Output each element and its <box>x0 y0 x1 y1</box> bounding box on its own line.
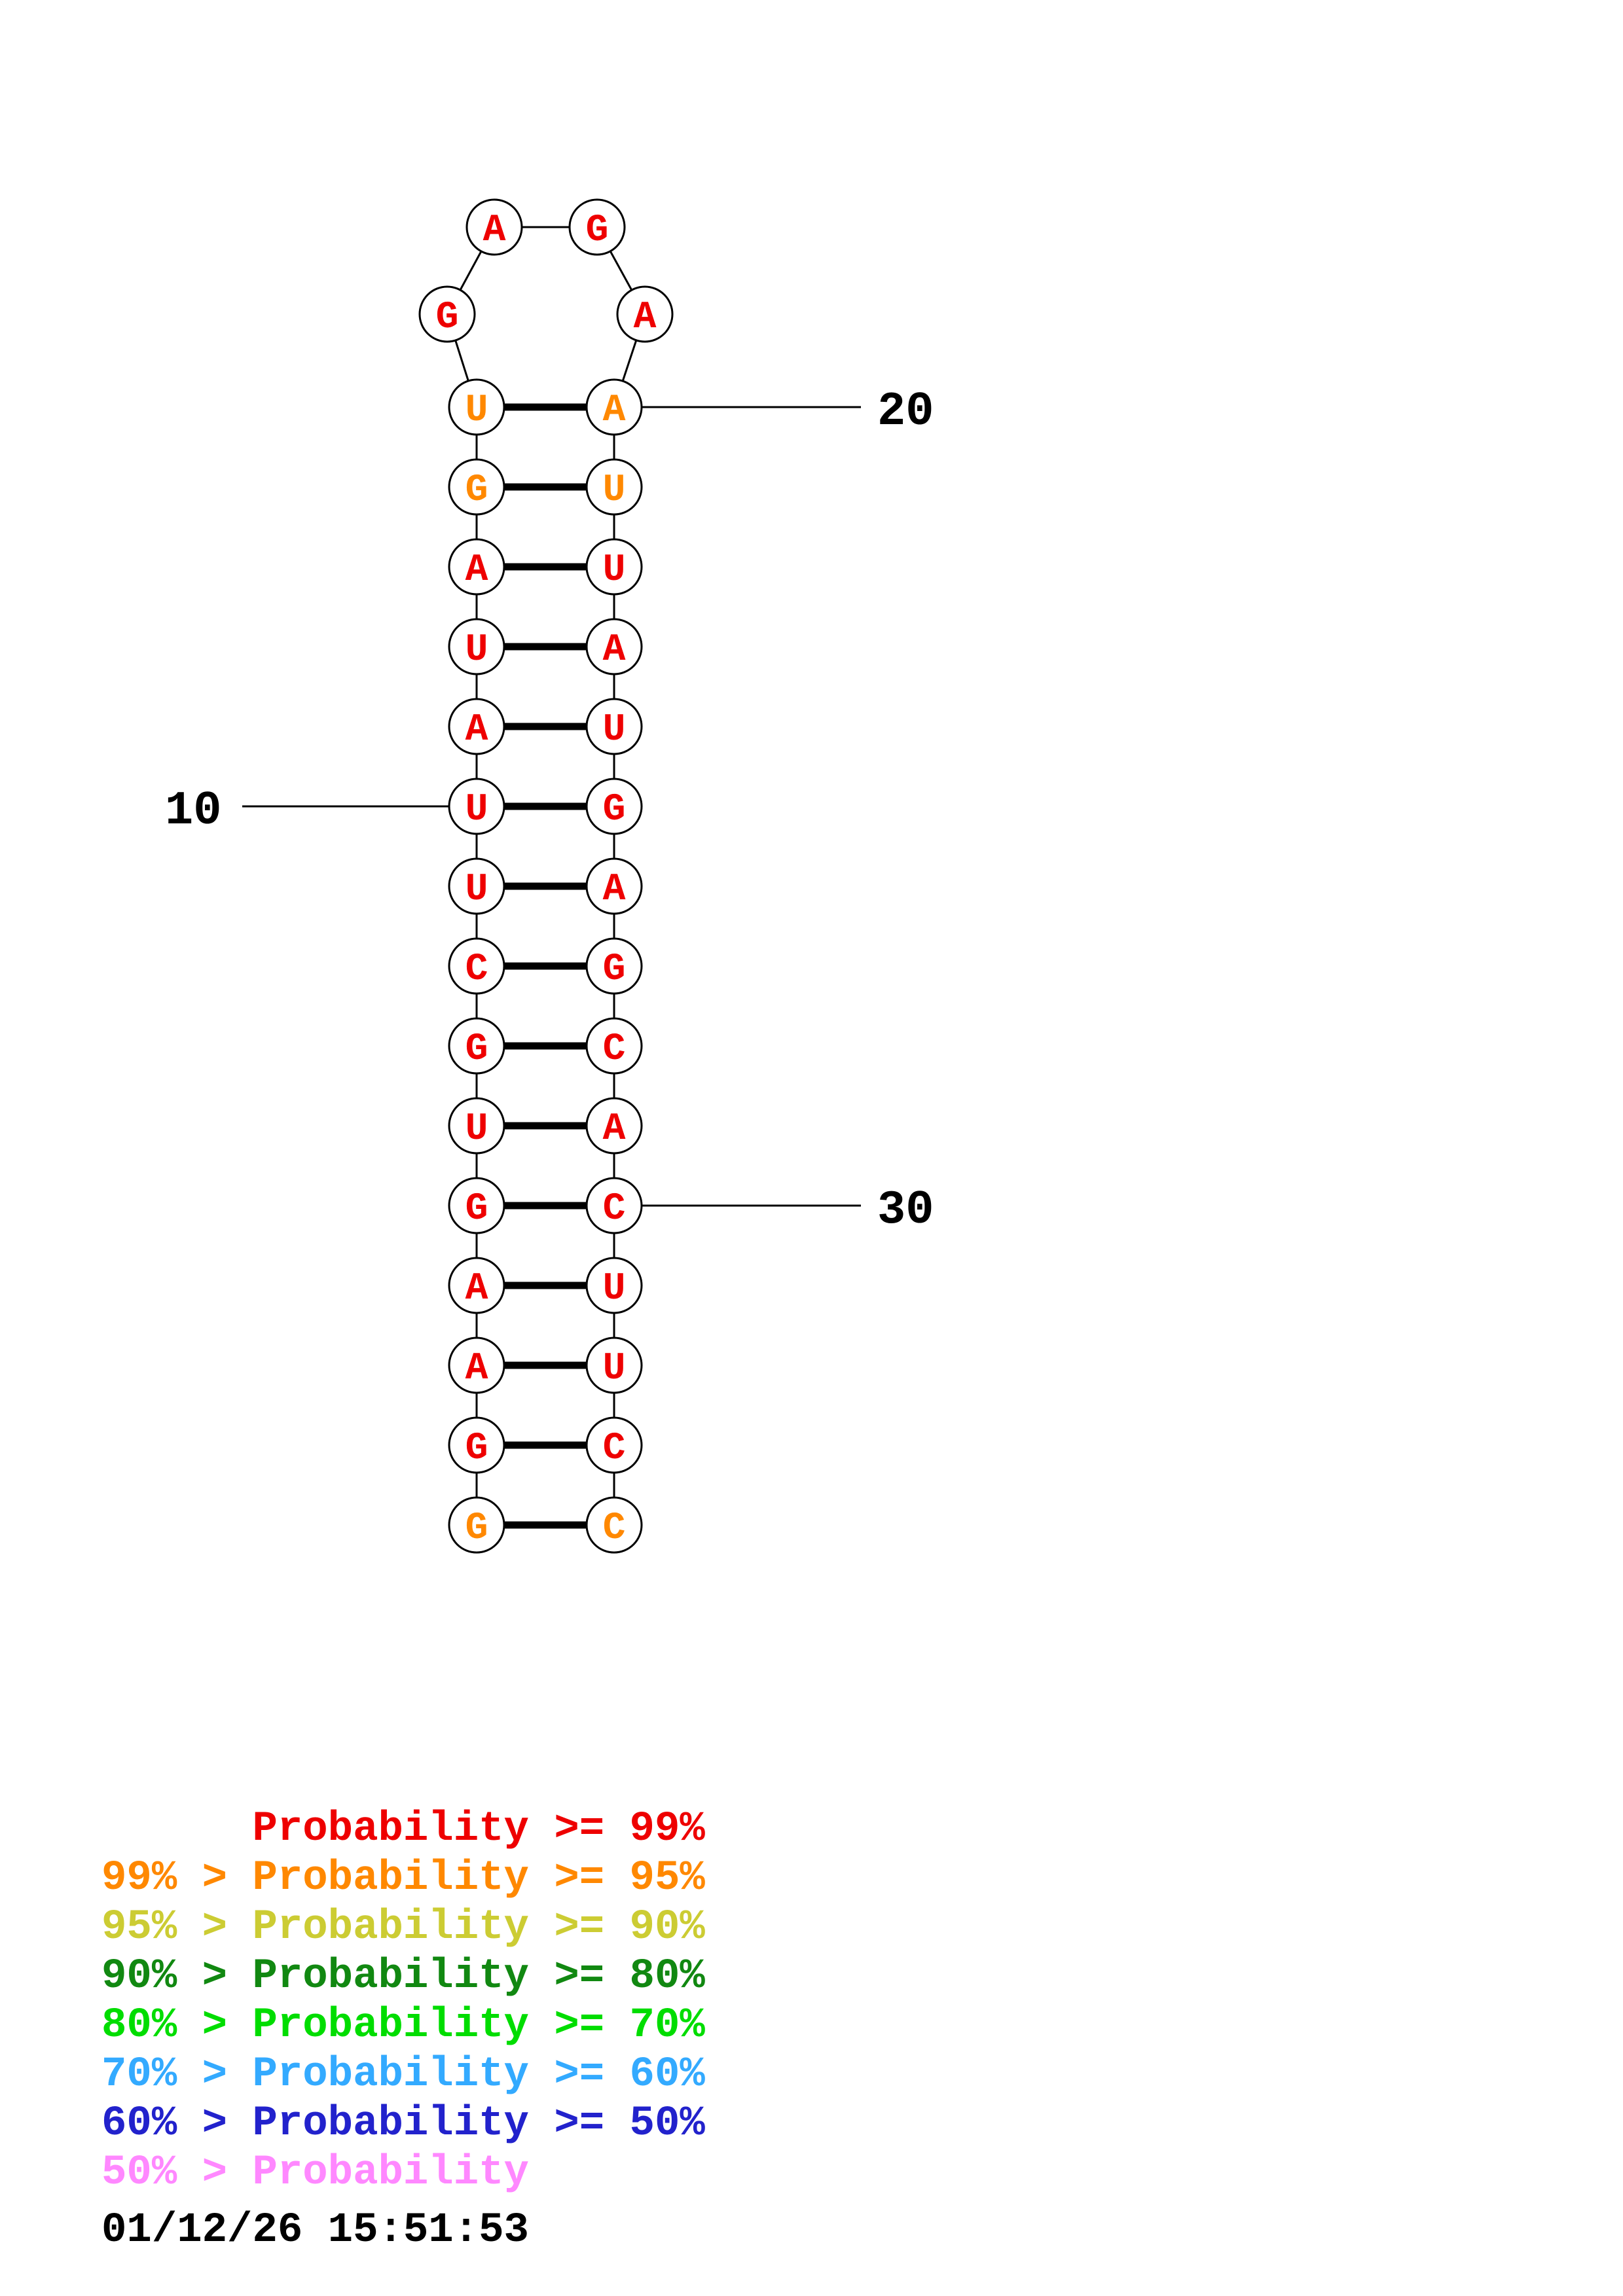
nucleotide-circle <box>616 285 674 343</box>
nucleotide-circle <box>585 458 643 516</box>
position-label: 30 <box>877 1183 934 1237</box>
nucleotide-letter: G <box>465 1188 488 1230</box>
position-label: 10 <box>165 784 221 838</box>
nucleotide-letter: G <box>603 789 626 831</box>
nucleotide-circle <box>448 937 505 995</box>
nucleotide-circle <box>448 1496 505 1554</box>
legend-line: 80% > Probability >= 70% <box>101 2002 705 2049</box>
nucleotide-circle <box>585 1017 643 1075</box>
nucleotide-letter: U <box>465 389 488 432</box>
nucleotide-letter: A <box>483 209 506 252</box>
nucleotide-circle <box>448 857 505 915</box>
nucleotide-circle <box>448 1336 505 1394</box>
nucleotide-circle <box>568 198 626 256</box>
nucleotide-circle <box>448 698 505 755</box>
nucleotide-letter: C <box>603 1507 626 1550</box>
nucleotide-letter: C <box>603 1028 626 1071</box>
nucleotide-circle <box>585 778 643 835</box>
nucleotide-letter: U <box>603 1348 626 1390</box>
nucleotide-letter: G <box>436 296 459 339</box>
nucleotide-letter: A <box>603 389 626 432</box>
legend-line: 99% > Probability >= 95% <box>101 1855 705 1902</box>
nucleotide-letter: A <box>603 1108 626 1151</box>
legend-line: 50% > Probability <box>101 2149 529 2197</box>
nucleotide-circle <box>585 1416 643 1474</box>
nucleotide-letter: G <box>465 1427 488 1470</box>
nucleotide-letter: U <box>603 469 626 512</box>
nucleotide-letter: A <box>465 1348 488 1390</box>
position-label: 20 <box>877 385 934 439</box>
nucleotide-letter: A <box>603 629 626 672</box>
nucleotide-circle <box>448 1097 505 1155</box>
nucleotide-letter: C <box>603 1188 626 1230</box>
nucleotide-circle <box>585 937 643 995</box>
legend-line: 95% > Probability >= 90% <box>101 1904 705 1951</box>
nucleotide-circle <box>418 285 476 343</box>
nucleotide-letter: U <box>465 629 488 672</box>
nucleotide-circle <box>585 698 643 755</box>
nucleotide-circle <box>448 778 505 835</box>
nucleotide-circle <box>585 618 643 675</box>
nucleotide-letter: G <box>465 1028 488 1071</box>
nucleotide-letter: U <box>465 789 488 831</box>
nucleotide-circle <box>448 538 505 596</box>
nucleotide-circle <box>585 1496 643 1554</box>
nucleotide-circle <box>448 1177 505 1234</box>
nucleotide-circle <box>448 458 505 516</box>
nucleotide-letter: G <box>603 948 626 991</box>
nucleotide-circle <box>585 378 643 436</box>
nucleotide-letter: A <box>465 549 488 592</box>
legend-line: 90% > Probability >= 80% <box>101 1953 705 2000</box>
nucleotide-circle <box>448 618 505 675</box>
nucleotide-letter: U <box>603 1268 626 1310</box>
nucleotide-letter: C <box>603 1427 626 1470</box>
nucleotide-letter: A <box>465 1268 488 1310</box>
nucleotide-letter: A <box>465 709 488 751</box>
nucleotide-letter: C <box>465 948 488 991</box>
nucleotide-letter: U <box>603 549 626 592</box>
nucleotide-circle <box>448 1416 505 1474</box>
nucleotide-letter: U <box>465 869 488 911</box>
timestamp: 01/12/26 15:51:53 <box>101 2207 529 2254</box>
nucleotide-letter: U <box>603 709 626 751</box>
nucleotide-circle <box>448 1017 505 1075</box>
nucleotide-circle <box>448 1257 505 1314</box>
nucleotide-circle <box>585 1097 643 1155</box>
nucleotide-letter: U <box>465 1108 488 1151</box>
nucleotide-circle <box>448 378 505 436</box>
nucleotide-letter: G <box>465 469 488 512</box>
nucleotide-circle <box>585 1257 643 1314</box>
nucleotide-circle <box>465 198 523 256</box>
probability-legend: Probability >= 99%99% > Probability >= 9… <box>101 1805 705 2198</box>
nucleotide-letter: A <box>634 296 657 339</box>
nucleotide-circle <box>585 538 643 596</box>
nucleotide-circle <box>585 857 643 915</box>
nucleotide-letter: A <box>603 869 626 911</box>
nucleotide-circle <box>585 1336 643 1394</box>
nucleotide-letter: G <box>586 209 609 252</box>
legend-line: Probability >= 99% <box>101 1806 705 1853</box>
legend-line: 60% > Probability >= 50% <box>101 2100 705 2147</box>
nucleotide-letter: G <box>465 1507 488 1550</box>
nucleotide-circle <box>585 1177 643 1234</box>
legend-line: 70% > Probability >= 60% <box>101 2051 705 2098</box>
